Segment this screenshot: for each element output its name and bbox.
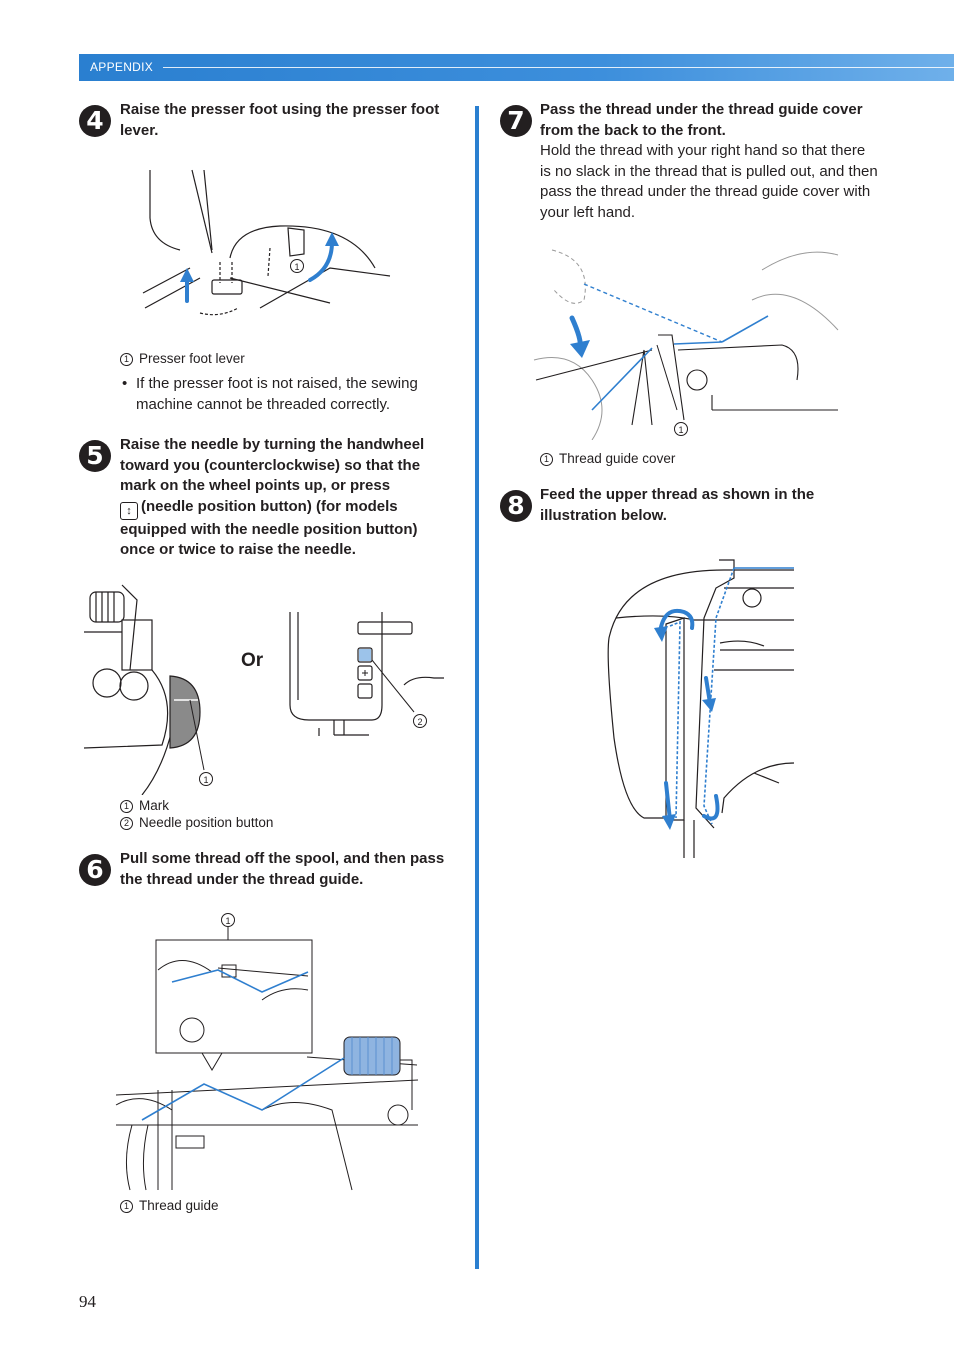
step-7-number: 7 <box>500 105 532 137</box>
presser-foot-illustration: 1 <box>142 169 391 316</box>
step-7-fig-callout-1: 1 <box>678 425 683 435</box>
caption-callout: 2 <box>120 817 133 830</box>
step-4-number: 4 <box>79 105 111 137</box>
step-5-fig-callout-2: 2 <box>417 717 422 727</box>
step-8-title: Feed the upper thread as shown in the il… <box>540 486 815 524</box>
step-5-title-line: once or twice to raise the needle. <box>120 541 356 558</box>
step-5-number: 5 <box>79 440 111 472</box>
step-5-title-line: equipped with the needle position button… <box>120 520 418 538</box>
step-6-number: 6 <box>79 854 111 886</box>
step-6-fig-callout-1: 1 <box>225 916 230 926</box>
step-5-title: Raise the needle by turning the handwhee… <box>120 435 460 561</box>
step-5-title-line: mark on the wheel points up, or press <box>120 477 391 494</box>
step-6-caption-1: 1 Thread guide <box>120 1197 219 1214</box>
caption-text: Presser foot lever <box>139 351 245 366</box>
bullet: • <box>122 375 128 392</box>
step-5-title-line: toward you (counterclockwise) so that th… <box>120 456 421 474</box>
step-7-body: Hold the thread with your right hand so … <box>540 142 878 221</box>
page-number: 94 <box>79 1292 96 1311</box>
step-8-number: 8 <box>500 490 532 522</box>
caption-text: Mark <box>139 798 169 813</box>
step-5-title-line: (needle position button) (for models <box>141 497 398 515</box>
step-4-caption-1: 1 Presser foot lever <box>120 350 245 367</box>
step-6-title: Pull some thread off the spool, and then… <box>120 850 445 888</box>
step-5-title-line: Raise the needle by turning the handwhee… <box>120 436 425 453</box>
caption-callout: 1 <box>540 453 553 466</box>
step-7-title: Pass the thread under the thread guide c… <box>540 101 863 139</box>
needle-position-icon: ↕ <box>120 501 138 520</box>
thread-guide-cover-illustration: 1 <box>533 249 839 440</box>
thread-guide-illustration: 1 <box>115 913 419 1191</box>
step-5-caption-2: 2 Needle position button <box>120 814 273 831</box>
handwheel-illustration: 1 <box>83 584 213 795</box>
section-label: APPENDIX <box>90 60 154 74</box>
step-5-caption-1: 1 Mark <box>120 797 169 814</box>
upper-thread-illustration <box>607 559 795 858</box>
header-bar: APPENDIX <box>79 54 954 81</box>
caption-callout: 1 <box>120 353 133 366</box>
caption-callout: 1 <box>120 800 133 813</box>
caption-callout: 1 <box>120 1200 133 1213</box>
step-4-note: • If the presser foot is not raised, the … <box>120 374 450 415</box>
step-7-caption-1: 1 Thread guide cover <box>540 450 675 467</box>
step-4-fig-callout-1: 1 <box>294 262 299 272</box>
step-5-fig-callout-1: 1 <box>203 775 208 785</box>
caption-text: Thread guide <box>139 1198 219 1213</box>
or-label: Or <box>241 650 264 671</box>
note-text: If the presser foot is not raised, the s… <box>136 375 418 413</box>
caption-text: Needle position button <box>139 815 274 830</box>
needle-button-illustration: 2 <box>289 612 444 736</box>
caption-text: Thread guide cover <box>559 451 676 466</box>
step-4-title: Raise the presser foot using the presser… <box>120 101 440 139</box>
column-divider <box>475 106 479 1269</box>
header-rule <box>163 67 954 68</box>
